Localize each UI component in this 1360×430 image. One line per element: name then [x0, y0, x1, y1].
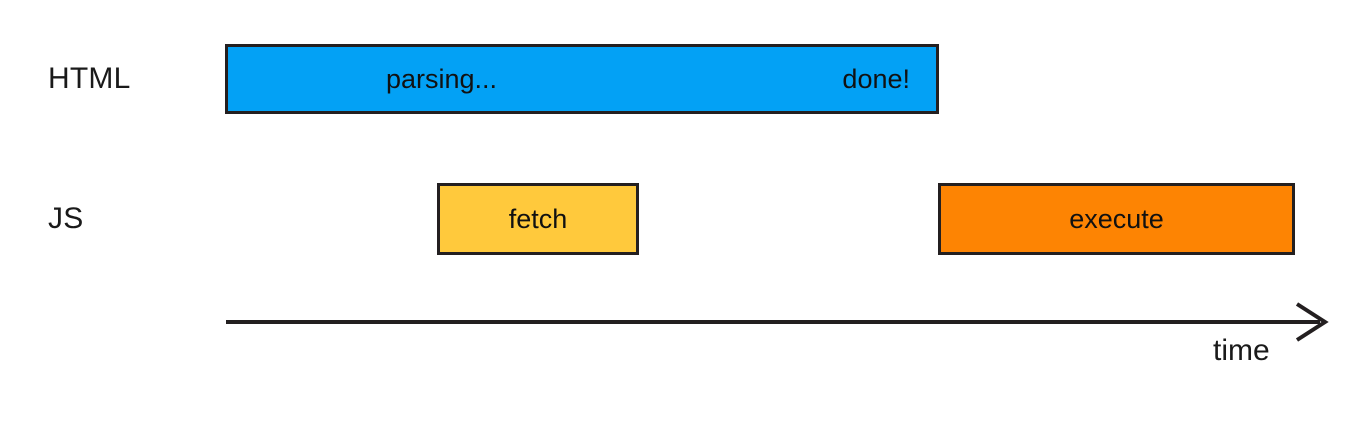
bar-label-execute: execute [1069, 203, 1164, 234]
bar-js-execute: execute [938, 183, 1295, 255]
bar-label-parsing: parsing... [386, 63, 498, 94]
bar-label-fetch: fetch [508, 203, 568, 234]
bar-html-parsing: parsing... done! [225, 44, 939, 114]
bar-js-fetch: fetch [437, 183, 639, 255]
time-axis-label: time [1213, 334, 1270, 367]
arrowhead-icon [1295, 302, 1329, 342]
row-label-html: HTML [48, 62, 131, 95]
time-axis-arrow [226, 302, 1329, 342]
row-label-js: JS [48, 202, 84, 235]
bar-label-done: done! [842, 63, 910, 94]
